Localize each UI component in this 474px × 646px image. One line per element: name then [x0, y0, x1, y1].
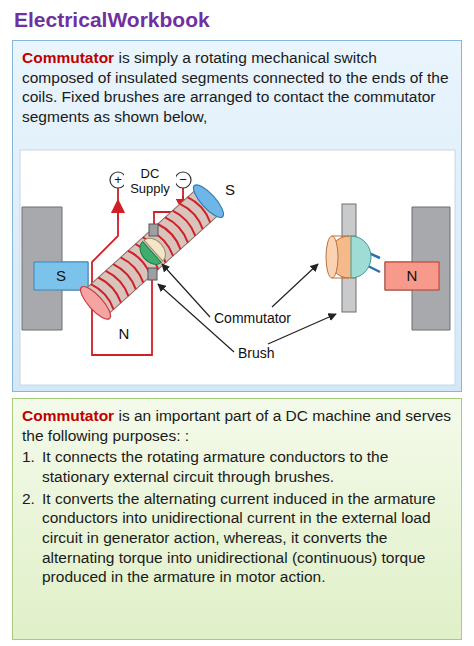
- coil-turn: [98, 275, 123, 303]
- leader-lines: [158, 264, 336, 352]
- brush: [149, 224, 158, 236]
- north-pole-end: [76, 283, 115, 324]
- pole-letter: N: [402, 267, 422, 284]
- armature-coil: [76, 181, 227, 323]
- brush: [148, 268, 157, 280]
- illustration-ground: [20, 150, 455, 385]
- list-item: 2.It converts the alternating current in…: [22, 489, 452, 587]
- pole-letter: S: [51, 267, 71, 284]
- purpose-panel: Commutatoris an important part of a DC m…: [12, 398, 462, 640]
- list-number: 1.: [22, 447, 42, 486]
- paragraph: Commutatoris simply a rotating mechanica…: [22, 48, 452, 127]
- coil-turn: [165, 215, 190, 243]
- terminal-circle: [175, 172, 191, 188]
- terminal-circle: [110, 172, 126, 188]
- coil-turn: [180, 202, 205, 230]
- terminal-sign: −: [176, 173, 190, 188]
- commutator-detail: [326, 204, 380, 312]
- list-text: It connects the rotating armature conduc…: [42, 447, 452, 486]
- list-number: 2.: [22, 489, 42, 587]
- list-text: It converts the alternating current indu…: [42, 489, 452, 587]
- page-title: ElectricalWorkbook: [14, 8, 210, 32]
- supply-label: DC Supply: [124, 167, 176, 197]
- list-item: 1.It connects the rotating armature cond…: [22, 447, 452, 486]
- part-label: Commutator: [214, 310, 304, 326]
- south-pole-face: [34, 262, 88, 290]
- paragraph: Commutatoris an important part of a DC m…: [22, 406, 452, 445]
- armature-core: [85, 189, 219, 315]
- pole-letter: N: [116, 325, 132, 342]
- coil-turn: [106, 268, 131, 296]
- term-heading: Commutator: [22, 49, 114, 66]
- coil-windings: [91, 195, 213, 310]
- pole-letter: S: [222, 181, 238, 198]
- coil-turn: [121, 255, 146, 283]
- part-label: Brush: [238, 345, 288, 361]
- terminal-sign: +: [111, 173, 125, 188]
- north-pole-face: [385, 262, 439, 290]
- right-magnet: [385, 207, 450, 330]
- commutator-segments: [135, 234, 170, 270]
- coil-turn: [173, 208, 198, 236]
- south-pole-end: [189, 181, 228, 222]
- coil-turn: [113, 262, 138, 290]
- term-heading: Commutator: [22, 407, 114, 424]
- left-magnet: [22, 207, 88, 330]
- current-arrow: [117, 206, 119, 220]
